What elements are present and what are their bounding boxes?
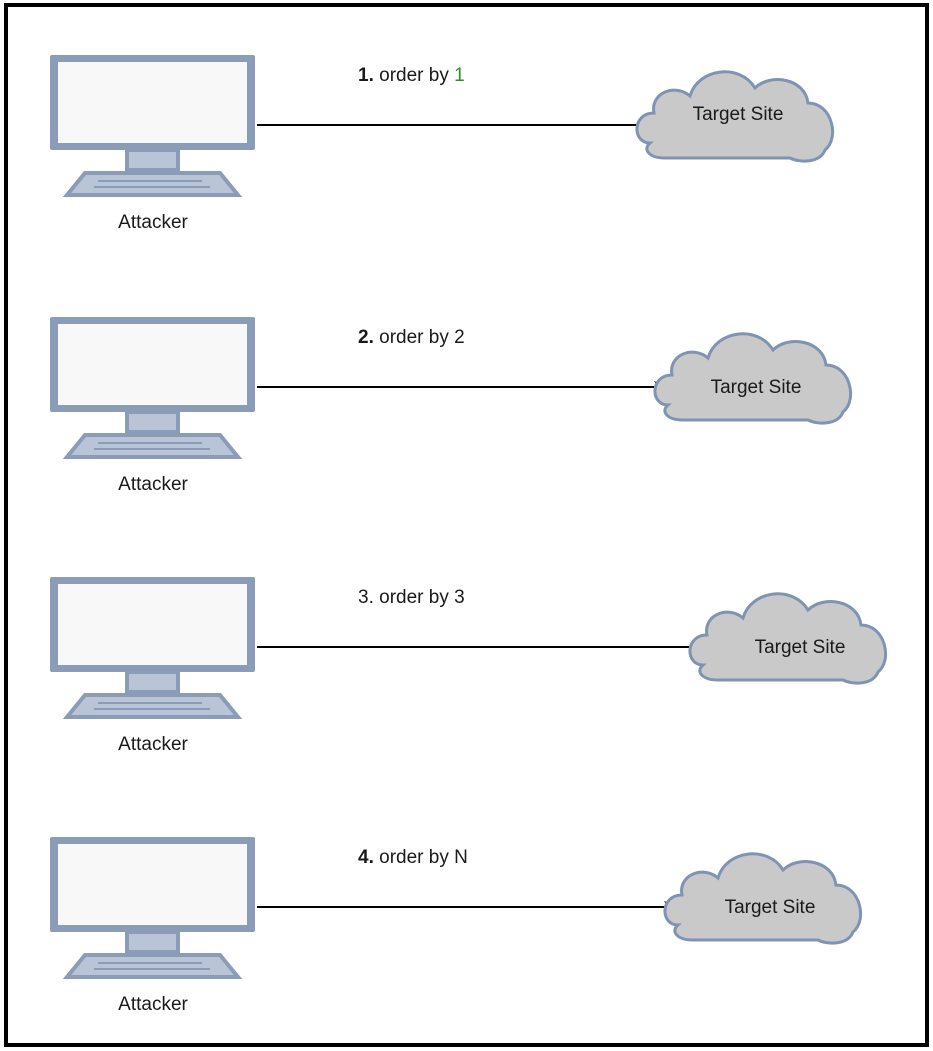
computer-icon [50,317,255,459]
step-label: 4. order by N [358,847,468,868]
cloud-icon [663,852,863,945]
step-label: 2. order by 2 [358,327,465,348]
step-label: 3. order by 3 [358,587,465,608]
row-3: Attacker 3. order by 3 Target Site [50,577,888,755]
row-4: Attacker 4. order by N Target Site [50,837,863,1015]
computer-icon [50,55,255,197]
step-label: 1. order by 1 [358,65,465,86]
cloud-icon [688,592,888,685]
attacker-label: Attacker [118,212,188,233]
attacker-label: Attacker [118,474,188,495]
target-site-label: Target Site [711,377,802,398]
target-site-label: Target Site [755,637,846,658]
computer-icon [50,577,255,719]
cloud-icon [653,332,853,425]
attacker-label: Attacker [118,734,188,755]
computer-icon [50,837,255,979]
target-site-label: Target Site [725,897,816,918]
target-site-label: Target Site [693,104,784,125]
cloud-icon [635,70,835,163]
row-1: Attacker 1. order by 1 Target Site [50,55,835,233]
attacker-label: Attacker [118,994,188,1015]
row-2: Attacker 2. order by 2 Target Site [50,317,853,495]
